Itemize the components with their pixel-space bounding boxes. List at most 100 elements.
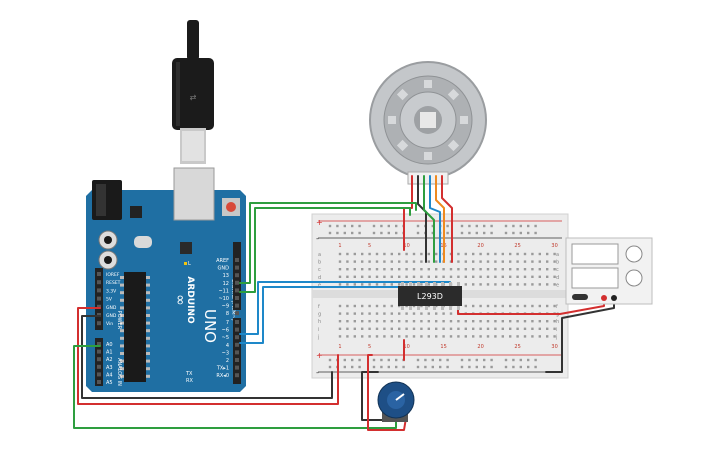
breadboard-hole[interactable] [468, 231, 471, 235]
breadboard-hole[interactable] [464, 275, 467, 278]
header-pin[interactable] [97, 280, 101, 285]
breadboard-hole[interactable] [446, 231, 449, 235]
breadboard-hole[interactable] [534, 231, 537, 235]
breadboard-hole[interactable] [368, 335, 371, 338]
breadboard-hole[interactable] [390, 335, 393, 338]
breadboard-hole[interactable] [390, 283, 393, 286]
breadboard-hole[interactable] [523, 320, 527, 323]
header-pin[interactable] [97, 304, 101, 309]
breadboard-hole[interactable] [479, 335, 482, 338]
breadboard-hole[interactable] [531, 335, 534, 338]
breadboard-hole[interactable] [346, 260, 349, 263]
breadboard-hole[interactable] [398, 335, 401, 338]
breadboard-hole[interactable] [398, 275, 401, 278]
breadboard-hole[interactable] [531, 275, 534, 278]
breadboard-hole[interactable] [457, 260, 460, 263]
breadboard-hole[interactable] [472, 335, 475, 338]
breadboard-hole[interactable] [501, 275, 504, 278]
breadboard-hole[interactable] [523, 335, 527, 338]
breadboard-hole[interactable] [383, 260, 386, 263]
breadboard-hole[interactable] [553, 275, 556, 278]
breadboard-hole[interactable] [531, 260, 534, 263]
breadboard-hole[interactable] [383, 304, 386, 308]
breadboard-hole[interactable] [464, 320, 467, 323]
breadboard-hole[interactable] [516, 283, 519, 286]
breadboard-hole[interactable] [387, 231, 390, 235]
header-pin[interactable] [235, 350, 239, 355]
breadboard-hole[interactable] [343, 231, 346, 235]
breadboard-hole[interactable] [375, 304, 379, 308]
breadboard-hole[interactable] [380, 231, 383, 235]
breadboard-hole[interactable] [351, 231, 354, 235]
breadboard-hole[interactable] [435, 268, 438, 271]
breadboard-hole[interactable] [368, 252, 371, 256]
breadboard-hole[interactable] [405, 283, 408, 286]
breadboard-hole[interactable] [353, 252, 356, 256]
breadboard-hole[interactable] [538, 320, 541, 323]
breadboard-hole[interactable] [464, 268, 467, 271]
breadboard-hole[interactable] [368, 327, 371, 330]
breadboard-hole[interactable] [353, 304, 356, 308]
breadboard-hole[interactable] [390, 260, 393, 263]
breadboard-hole[interactable] [353, 268, 356, 271]
breadboard-hole[interactable] [523, 275, 527, 278]
breadboard-hole[interactable] [457, 327, 460, 330]
header-pin[interactable] [235, 265, 239, 270]
breadboard-hole[interactable] [427, 260, 430, 263]
breadboard-hole[interactable] [519, 358, 522, 362]
breadboard-hole[interactable] [512, 224, 515, 228]
breadboard-hole[interactable] [412, 327, 416, 330]
breadboard-hole[interactable] [439, 358, 442, 362]
breadboard-hole[interactable] [427, 335, 430, 338]
breadboard-hole[interactable] [346, 327, 349, 330]
breadboard-hole[interactable] [431, 358, 434, 362]
breadboard-hole[interactable] [338, 327, 342, 330]
breadboard-hole[interactable] [494, 320, 497, 323]
breadboard-hole[interactable] [519, 231, 522, 235]
breadboard-hole[interactable] [457, 275, 460, 278]
breadboard-hole[interactable] [390, 327, 393, 330]
breadboard-hole[interactable] [501, 304, 504, 308]
breadboard-hole[interactable] [553, 327, 556, 330]
breadboard-hole[interactable] [383, 275, 386, 278]
breadboard-hole[interactable] [534, 365, 537, 369]
breadboard-hole[interactable] [435, 327, 438, 330]
breadboard-hole[interactable] [353, 260, 356, 263]
breadboard-hole[interactable] [501, 268, 504, 271]
breadboard-hole[interactable] [351, 224, 354, 228]
breadboard-hole[interactable] [427, 275, 430, 278]
breadboard-hole[interactable] [383, 252, 386, 256]
breadboard-hole[interactable] [472, 327, 475, 330]
header-pin[interactable] [235, 320, 239, 324]
breadboard-hole[interactable] [435, 335, 438, 338]
breadboard-hole[interactable] [442, 275, 445, 278]
breadboard-hole[interactable] [523, 268, 527, 271]
header-pin[interactable] [235, 258, 239, 262]
breadboard-hole[interactable] [504, 358, 508, 362]
breadboard-hole[interactable] [464, 335, 467, 338]
breadboard-hole[interactable] [368, 268, 371, 271]
breadboard-hole[interactable] [442, 327, 445, 330]
header-pin[interactable] [97, 364, 101, 369]
breadboard-hole[interactable] [383, 312, 386, 315]
breadboard-hole[interactable] [361, 320, 364, 323]
breadboard-hole[interactable] [375, 275, 379, 278]
breadboard-hole[interactable] [390, 312, 393, 315]
breadboard-hole[interactable] [383, 283, 386, 286]
breadboard-hole[interactable] [435, 320, 438, 323]
breadboard-hole[interactable] [336, 224, 339, 228]
breadboard-hole[interactable] [483, 224, 486, 228]
breadboard-hole[interactable] [538, 327, 541, 330]
breadboard-hole[interactable] [486, 268, 490, 271]
breadboard-hole[interactable] [490, 365, 493, 369]
breadboard-hole[interactable] [361, 260, 364, 263]
breadboard-hole[interactable] [546, 260, 549, 263]
breadboard-hole[interactable] [516, 260, 519, 263]
breadboard-hole[interactable] [338, 304, 342, 308]
breadboard-hole[interactable] [527, 365, 530, 369]
breadboard-hole[interactable] [390, 304, 393, 308]
breadboard-hole[interactable] [486, 283, 490, 286]
breadboard-hole[interactable] [479, 268, 482, 271]
breadboard-hole[interactable] [546, 268, 549, 271]
breadboard-hole[interactable] [405, 320, 408, 323]
